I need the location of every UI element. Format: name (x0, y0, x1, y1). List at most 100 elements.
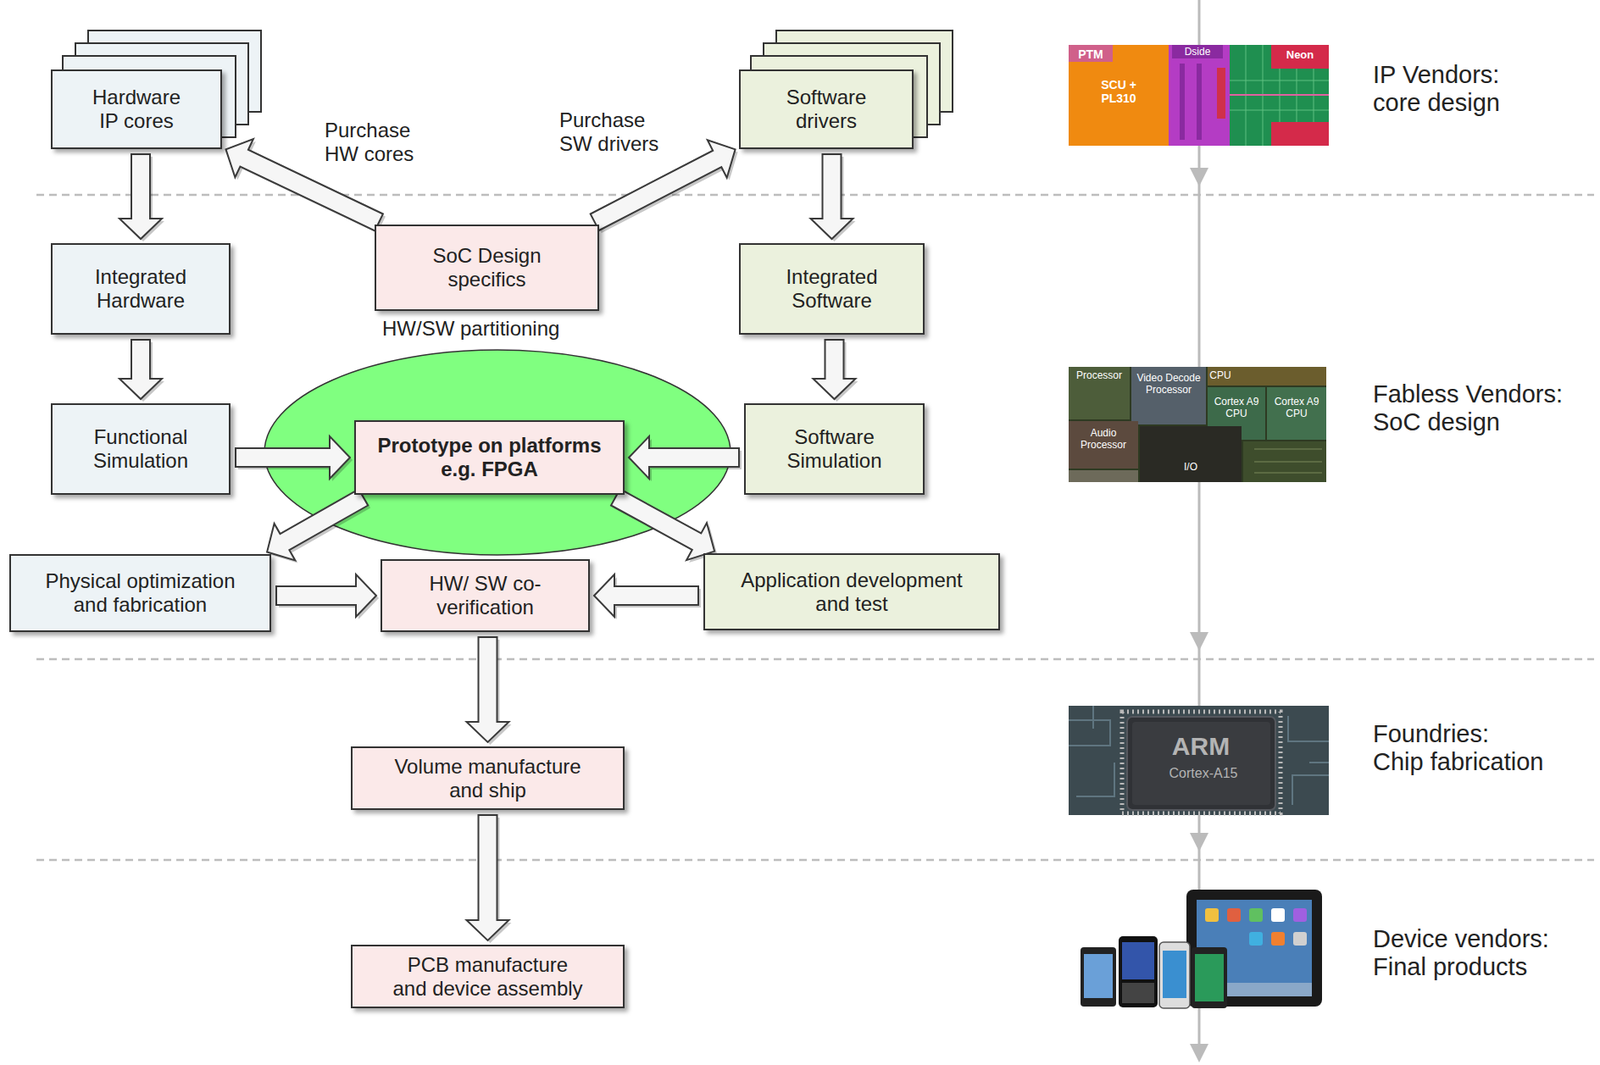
core-die-photo-part (1068, 44, 1113, 62)
block-arrow (466, 815, 512, 944)
phase-divider-part (36, 194, 1595, 197)
block-arrow (119, 339, 165, 402)
soc-die-photo-part (1131, 366, 1206, 425)
chip-photo-part-part (1076, 762, 1115, 797)
process-box: SoC Design specifics (374, 224, 600, 312)
box-text: HW/ SW co-verification (413, 572, 558, 619)
box-text: PCB manufacture and device assembly (390, 953, 586, 1000)
text-label: I/O (1183, 461, 1198, 474)
timeline-axis-part (1189, 632, 1209, 651)
soc-die-photo-part (1068, 421, 1139, 469)
device-photo-part (1293, 932, 1307, 946)
text-label: Processor (1076, 370, 1123, 383)
chip-photo-part (1132, 722, 1271, 806)
timeline-axis-part (1189, 1044, 1209, 1063)
soc-die-photo-part-part (1254, 461, 1323, 463)
box-text: Volume manufacture and ship (386, 755, 590, 802)
text-label: Cortex A9 CPU (1210, 396, 1263, 421)
block-arrow (266, 488, 371, 563)
device-photo-part (1249, 932, 1263, 946)
chip-photo-part-part (1068, 720, 1111, 746)
box-text: Prototype on platforms e.g. FPGA (368, 433, 611, 481)
text-label: IP Vendors: core design (1372, 61, 1543, 118)
chip-photo-part (1068, 705, 1329, 816)
core-die-photo (1068, 44, 1329, 146)
box-text: Software Simulation (781, 425, 888, 473)
device-photo-part (1194, 954, 1224, 1002)
text-label: Audio Processor (1072, 427, 1134, 452)
chip-photo-part (1127, 716, 1276, 811)
block-arrow (594, 574, 701, 620)
block-arrow (811, 154, 856, 242)
block-arrow (611, 488, 717, 563)
soc-die-photo-part (1254, 449, 1323, 473)
soc-die-photo-part-part (1254, 472, 1323, 474)
block-arrow-body (276, 574, 377, 617)
core-die-photo-part (1216, 67, 1226, 119)
text-label: PTM (1077, 47, 1104, 62)
phase-divider-part (36, 859, 1595, 862)
core-die-photo-part-part (1229, 80, 1329, 82)
soc-die-photo-part (1068, 366, 1327, 483)
block-arrow-body (466, 637, 510, 743)
process-box: HW/ SW co-verification (380, 559, 590, 633)
chip-photo-part-part (1292, 775, 1329, 806)
timeline-axis-part (1189, 833, 1209, 852)
core-die-photo-part (1172, 44, 1223, 59)
block-arrow-body (266, 488, 368, 561)
block-arrow-body (813, 339, 856, 400)
device-photo-part (1162, 950, 1187, 999)
device-photo-part (1080, 947, 1117, 1007)
process-box: Integrated Software (738, 243, 925, 335)
block-arrow-body (466, 815, 510, 941)
core-die-photo-part (1196, 63, 1202, 140)
block-arrow (235, 436, 353, 482)
box-text: Application development and test (732, 568, 972, 616)
text-label: Neon (1286, 49, 1315, 62)
edge-label: Purchase SW drivers (559, 108, 666, 156)
text-label: Cortex A9 CPU (1270, 396, 1323, 421)
text-label: Dside (1184, 46, 1212, 59)
device-photo-part (1205, 908, 1219, 923)
block-arrow-body (594, 574, 699, 617)
box-text: Functional Simulation (85, 425, 196, 473)
core-die-photo-part (1229, 44, 1329, 146)
core-die-photo-part (1271, 44, 1329, 69)
phase-divider-part (36, 658, 1595, 662)
text-label: Foundries: Chip fabrication (1372, 720, 1546, 778)
process-box: PCB manufacture and device assembly (350, 944, 625, 1009)
process-box: Prototype on platforms e.g. FPGA (354, 420, 625, 495)
core-die-photo-part (1179, 63, 1185, 140)
device-photo-part (1159, 942, 1190, 1009)
box-text: Hardware IP cores (86, 85, 187, 133)
chip-photo (1068, 705, 1329, 816)
process-box: Hardware IP cores (50, 69, 223, 150)
core-die-photo-part (1168, 44, 1230, 146)
timeline-axis-part (1189, 167, 1209, 187)
box-text: Software drivers (778, 85, 874, 133)
device-photo-part (1191, 947, 1228, 1009)
process-box: Software drivers (738, 69, 914, 150)
core-die-photo-part (1229, 94, 1329, 96)
text-label: ARM (1172, 732, 1230, 762)
process-box: Functional Simulation (50, 403, 231, 495)
chip-photo-part-part (1288, 716, 1329, 742)
device-photo-part (1122, 942, 1155, 980)
device-photo-part (1122, 983, 1155, 1004)
phase-divider (36, 194, 1595, 861)
block-arrow (628, 436, 742, 482)
text-label: Cortex-A15 (1169, 766, 1239, 782)
text-label: HW/SW partitioning (382, 316, 560, 341)
device-photo-part (1227, 908, 1241, 923)
text-label: Device vendors: Final products (1372, 925, 1577, 983)
edge-label: Purchase HW cores (324, 118, 423, 166)
block-arrow (466, 637, 512, 745)
text-label: SCU + PL310 (1092, 77, 1145, 106)
device-photo-part (1083, 954, 1113, 999)
device-photo (1080, 889, 1323, 1009)
soc-die-photo-part (1068, 470, 1139, 483)
text-label: CPU (1209, 370, 1231, 383)
process-box: Volume manufacture and ship (350, 746, 625, 811)
chip-photo-part (1122, 711, 1281, 814)
